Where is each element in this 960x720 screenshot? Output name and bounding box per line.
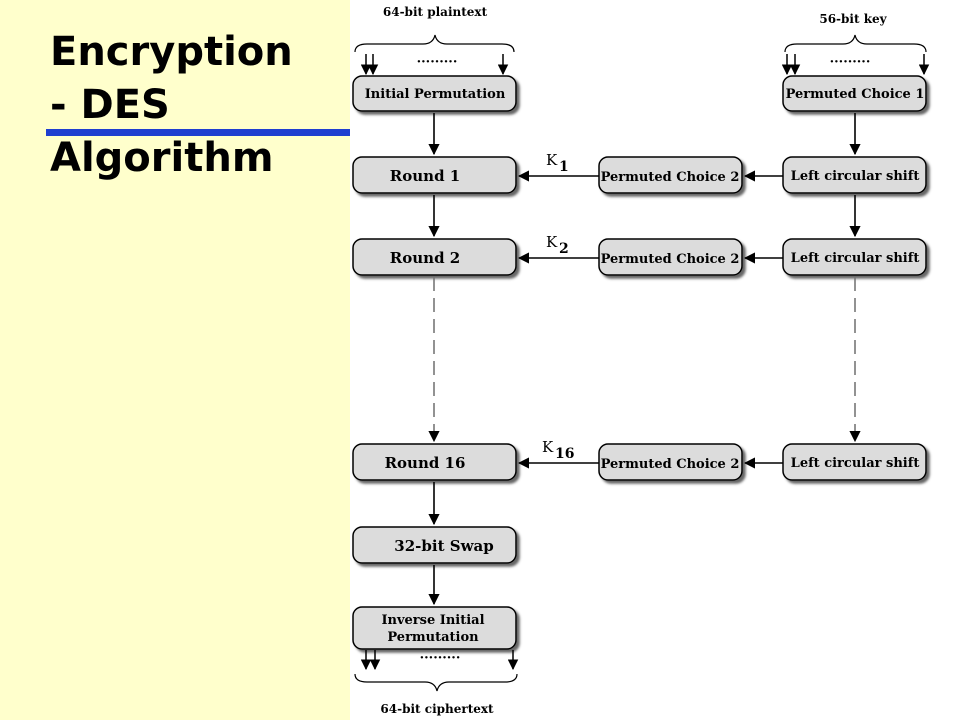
pc2-label-16: Permuted Choice 2 bbox=[601, 457, 740, 472]
k1-letter: K bbox=[546, 151, 558, 169]
title-line-3: Algorithm bbox=[50, 135, 274, 181]
pc2-box-1 bbox=[598, 156, 743, 194]
key-dots: ········· bbox=[830, 55, 871, 70]
shift-box-2 bbox=[782, 238, 927, 276]
permuted-choice-1-box bbox=[782, 75, 927, 112]
pc2-box-16 bbox=[598, 443, 743, 481]
slide-title: Encryption - DES Algorithm bbox=[50, 26, 293, 185]
shift-label-2: Left circular shift bbox=[791, 251, 920, 266]
shift-box-1 bbox=[782, 156, 927, 194]
permuted-choice-1-label: Permuted Choice 1 bbox=[786, 87, 925, 102]
left-title-panel bbox=[0, 0, 350, 720]
key-brace bbox=[784, 34, 927, 53]
k2-subscript: 2 bbox=[559, 241, 569, 257]
plaintext-label: 64-bit plaintext bbox=[383, 5, 488, 19]
shift-label-16: Left circular shift bbox=[791, 456, 920, 471]
k2-letter: K bbox=[546, 233, 558, 251]
shift-label-1: Left circular shift bbox=[791, 169, 920, 184]
k16-subscript: 16 bbox=[555, 446, 574, 462]
key-label: 56-bit key bbox=[819, 12, 887, 26]
title-line-1: Encryption bbox=[50, 29, 293, 75]
round1-label: Round 1 bbox=[390, 167, 460, 185]
round16-label: Round 16 bbox=[385, 454, 466, 472]
swap-box bbox=[352, 526, 517, 564]
title-line-2: - DES bbox=[50, 82, 170, 128]
initial-permutation-box bbox=[352, 75, 517, 112]
round2-label: Round 2 bbox=[390, 249, 460, 267]
ciphertext-label: 64-bit ciphertext bbox=[380, 702, 494, 716]
initial-permutation-label: Initial Permutation bbox=[365, 87, 506, 102]
round16-box bbox=[352, 443, 517, 481]
shift-box-16 bbox=[782, 443, 927, 481]
pc2-label-2: Permuted Choice 2 bbox=[601, 252, 740, 267]
inverse-label-line1: Inverse Initial bbox=[381, 613, 484, 628]
k1-subscript: 1 bbox=[559, 159, 569, 175]
k16-letter: K bbox=[542, 438, 554, 456]
cipher-dots: ········· bbox=[420, 651, 461, 666]
pc2-box-2 bbox=[598, 238, 743, 276]
round2-box bbox=[352, 238, 517, 276]
inverse-label-line2: Permutation bbox=[387, 630, 479, 645]
plaintext-dots: ········· bbox=[417, 55, 458, 70]
plaintext-brace bbox=[354, 34, 515, 53]
title-underline-rule bbox=[46, 129, 350, 136]
inverse-permutation-box bbox=[352, 606, 517, 650]
ciphertext-brace bbox=[354, 673, 518, 692]
round1-box bbox=[352, 156, 517, 194]
pc2-label-1: Permuted Choice 2 bbox=[601, 170, 740, 185]
swap-label: 32-bit Swap bbox=[394, 537, 493, 555]
